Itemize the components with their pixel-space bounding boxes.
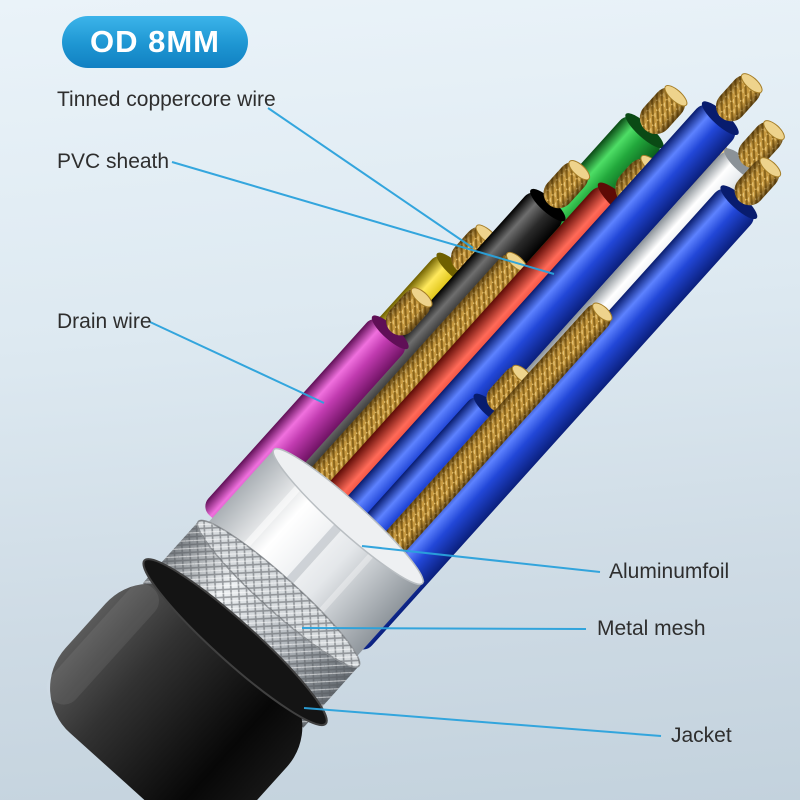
od-badge-label: OD 8MM [90, 24, 220, 59]
leader-line-metal-mesh [301, 627, 587, 630]
metal-mesh-layer [142, 519, 361, 728]
label-pvc-sheath: PVC sheath [57, 150, 170, 173]
label-aluminumfoil: Aluminumfoil [609, 560, 730, 583]
leader-line-drain-wire [149, 321, 325, 404]
cable-illustration [46, 73, 785, 800]
leader-line-pvc-sheath [171, 161, 555, 275]
label-metal-mesh: Metal mesh [597, 617, 706, 640]
wire-blue-2 [333, 157, 782, 650]
copper-strand-1 [261, 251, 528, 544]
wire-blue-1 [281, 73, 763, 603]
od-badge: OD 8MM [62, 16, 248, 68]
leader-line-aluminumfoil [361, 545, 601, 573]
aluminum-foil-layer [195, 447, 425, 671]
copper-strand-3 [334, 302, 613, 609]
label-jacket: Jacket [671, 724, 732, 747]
label-drain-wire: Drain wire [57, 310, 152, 333]
jacket-layer [46, 558, 328, 800]
leader-line-jacket [303, 707, 662, 737]
label-tinned-coppercore-wire: Tinned coppercore wire [57, 88, 276, 111]
leader-line-tinned-copper [267, 107, 474, 249]
